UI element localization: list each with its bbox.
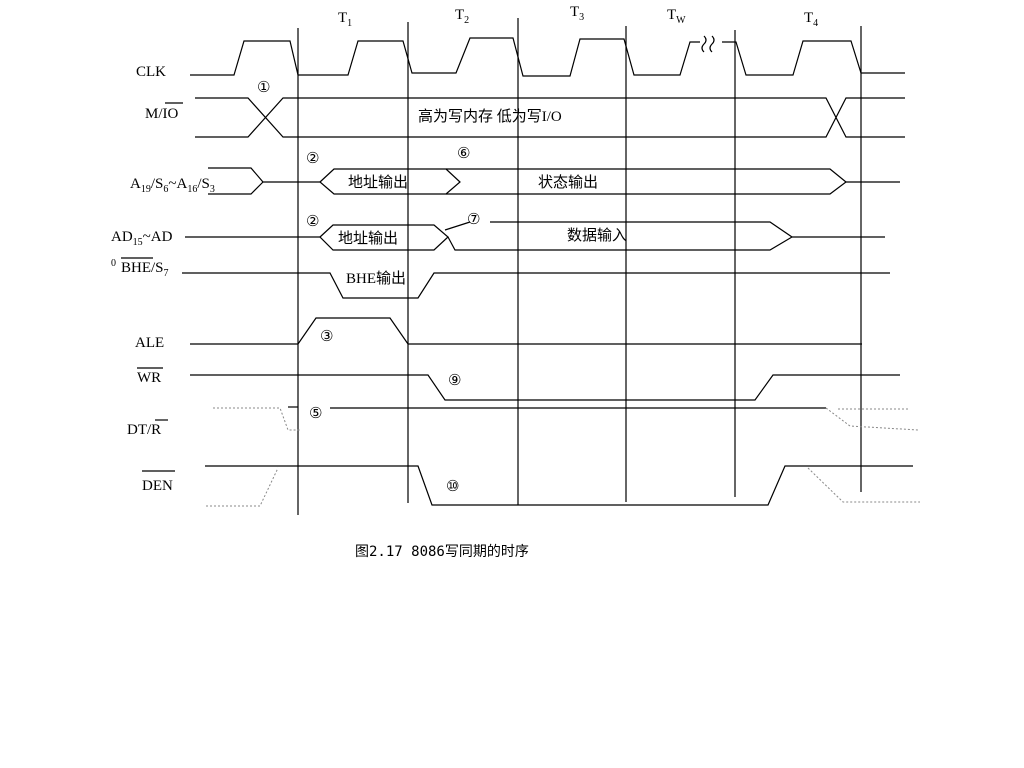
dtr-label: DT/R xyxy=(127,422,161,438)
bhe-prefix: 0 xyxy=(111,258,116,269)
marker-7: ⑦ xyxy=(467,210,480,228)
wr-waveform xyxy=(190,374,900,401)
ale-label: ALE xyxy=(135,335,164,351)
marker-10: ⑩ xyxy=(446,477,459,495)
mio-waveform: 高为写内存 低为写I/O xyxy=(195,97,905,138)
den-label: DEN xyxy=(142,478,173,494)
clk-label: CLK xyxy=(136,64,166,80)
ad-label: AD15~AD xyxy=(111,229,173,248)
state-tw-label: TW xyxy=(667,7,686,26)
figure-caption: 图2.17 8086写同期的时序 xyxy=(355,544,529,560)
addr-high-waveform: 地址输出 状态输出 xyxy=(208,167,900,195)
addr-high-label: A19/S6~A16/S3 xyxy=(130,176,215,195)
clk-waveform xyxy=(190,35,905,77)
state-labels: T1 T2 T3 TW T4 xyxy=(338,4,818,29)
ale-waveform xyxy=(190,317,862,345)
marker-2a: ② xyxy=(306,149,319,167)
addr-out-1-text: 地址输出 xyxy=(348,174,408,191)
wr-label: WR xyxy=(137,370,161,386)
step-markers: ① ② ② ③ ⑤ ⑥ ⑦ ⑨ ⑩ xyxy=(257,78,480,495)
dtr-waveform xyxy=(213,406,919,431)
bhe-label: BHE/S7 xyxy=(121,260,169,279)
marker-6: ⑥ xyxy=(457,144,470,162)
addr-out-2-text: 地址输出 xyxy=(338,230,398,247)
data-in-text: 数据输入 xyxy=(567,227,627,244)
ad-waveform: 地址输出 数据输入 xyxy=(185,221,885,251)
marker-5: ⑤ xyxy=(309,404,322,422)
signal-labels: CLK M/IO A19/S6~A16/S3 AD15~AD 0 BHE/S7 … xyxy=(111,64,215,494)
state-t1-label: T1 xyxy=(338,10,352,29)
state-t4-label: T4 xyxy=(804,10,818,29)
mio-annotation: 高为写内存 低为写I/O xyxy=(418,108,562,125)
bhe-out-text: BHE输出 xyxy=(346,270,406,287)
marker-2b: ② xyxy=(306,212,319,230)
state-t2-label: T2 xyxy=(455,7,469,26)
marker-1: ① xyxy=(257,78,270,96)
marker-3: ③ xyxy=(320,327,333,345)
status-out-text: 状态输出 xyxy=(538,174,598,191)
marker-9: ⑨ xyxy=(448,371,461,389)
clock-edge-lines xyxy=(297,18,862,515)
den-waveform xyxy=(205,465,920,507)
mio-label: M/IO xyxy=(145,106,179,122)
state-t3-label: T3 xyxy=(570,4,584,23)
bhe-waveform: BHE输出 xyxy=(182,270,890,299)
